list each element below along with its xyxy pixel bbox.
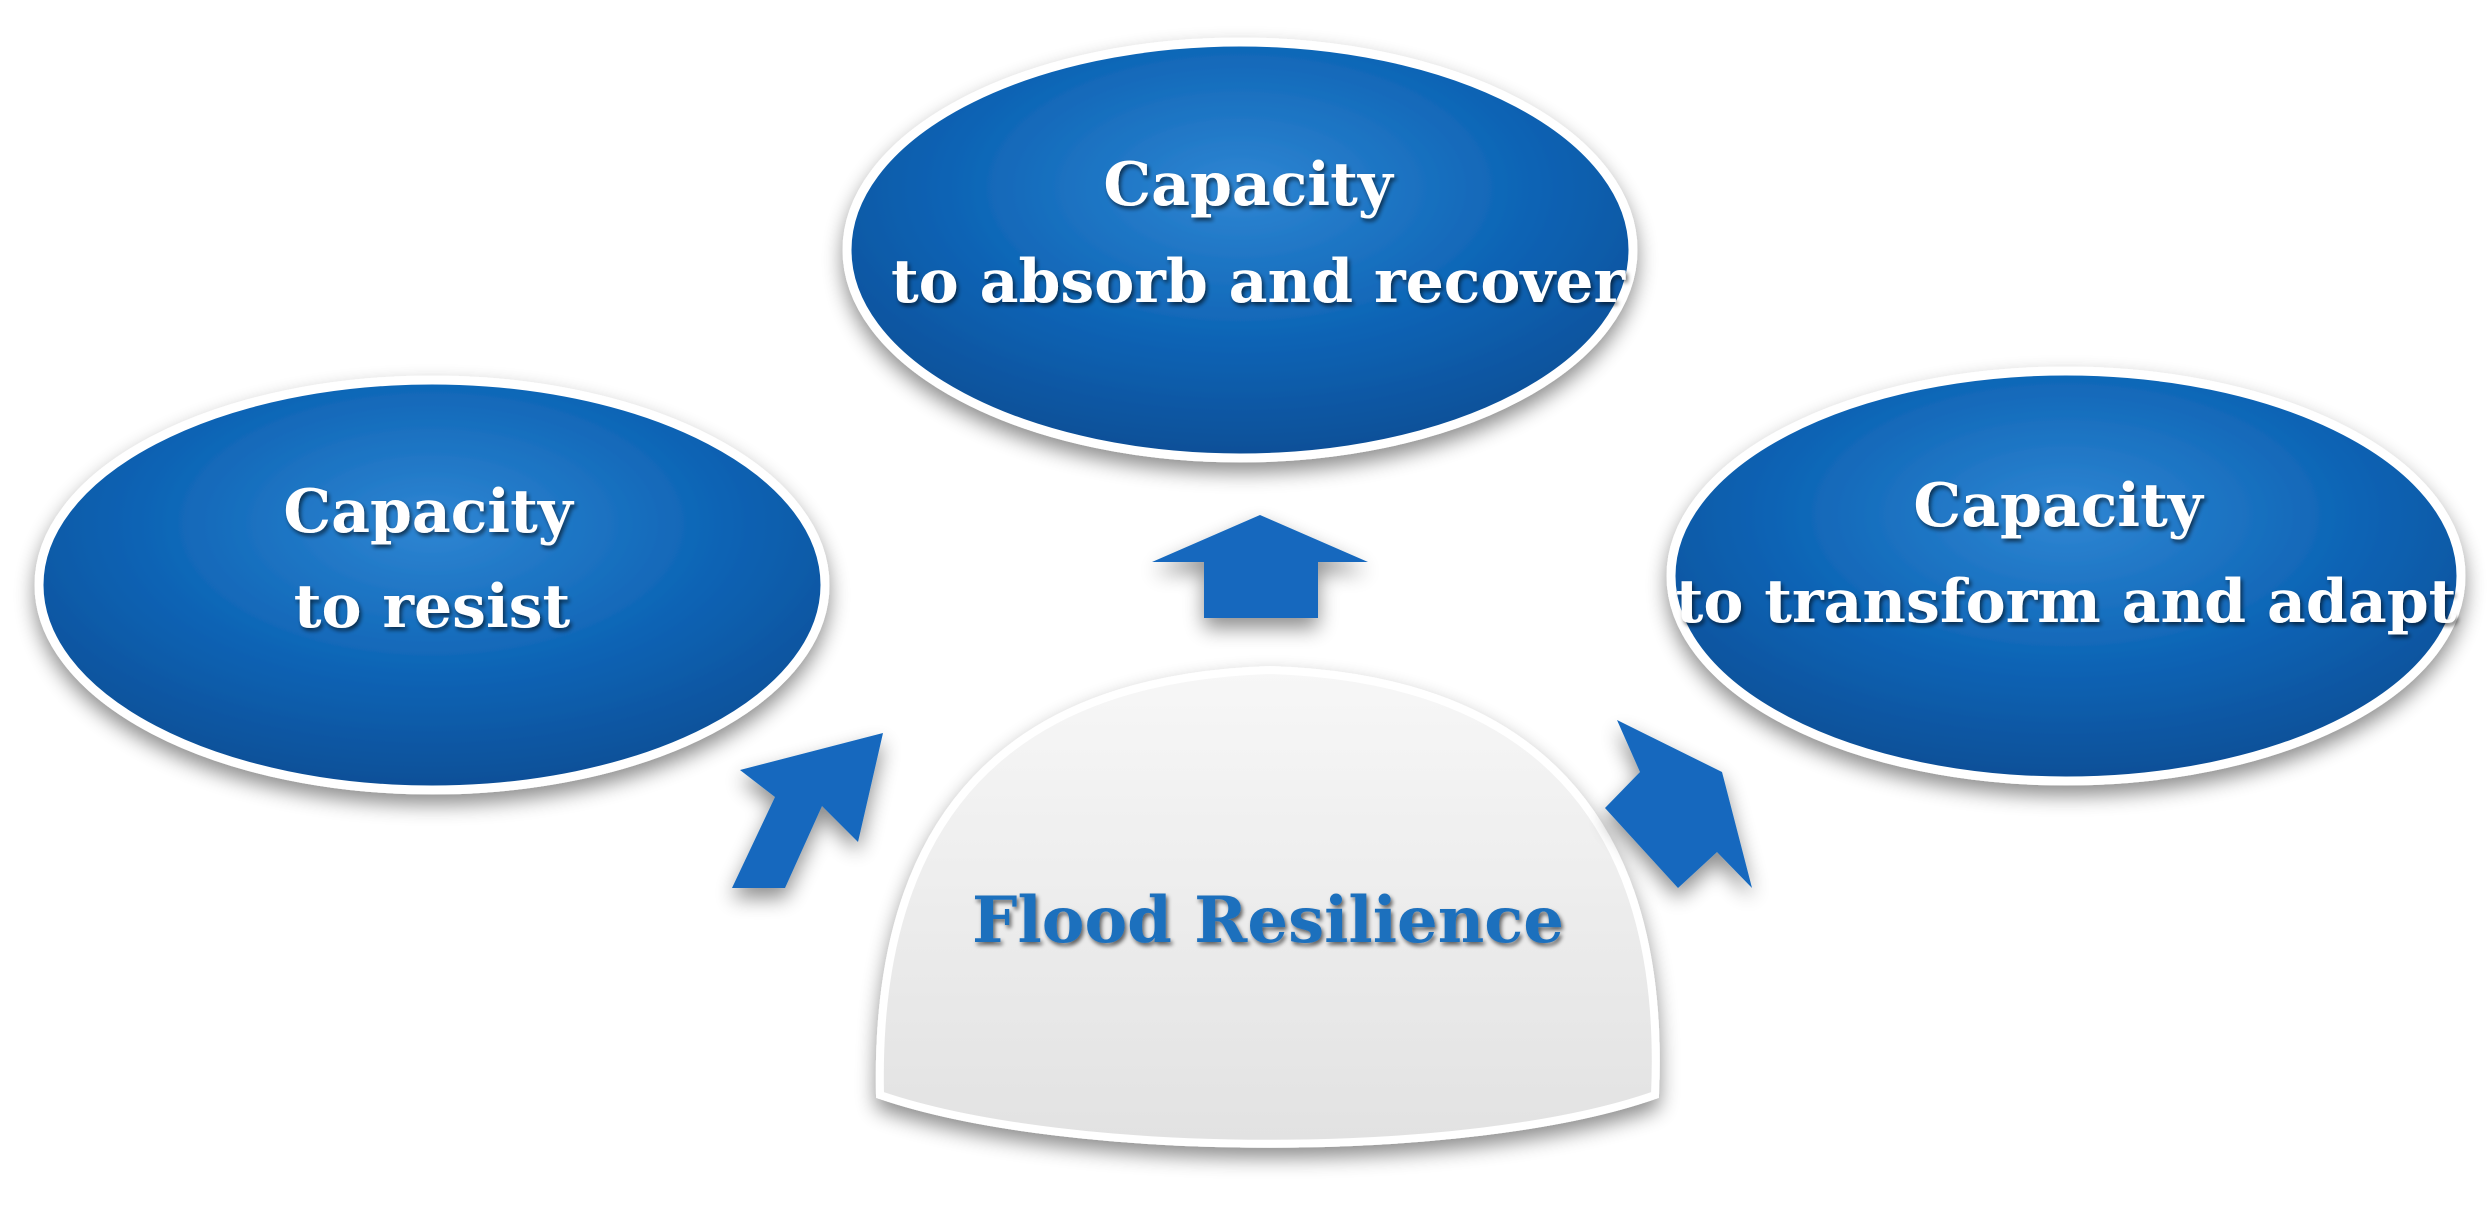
arrow-up-left-icon — [732, 733, 883, 888]
center-dome — [875, 665, 1660, 1148]
node-resist-line1: Capacity — [283, 477, 575, 547]
node-transform-line1: Capacity — [1913, 471, 2205, 541]
arrow-up-right-icon — [1605, 720, 1752, 888]
node-capacity-to-resist — [34, 375, 830, 795]
node-absorb-line2: to absorb and recover — [891, 247, 1626, 317]
node-capacity-to-transform-and-adapt — [1666, 366, 2466, 786]
arrow-up-icon — [1152, 515, 1368, 618]
node-resist-line2: to resist — [294, 572, 571, 642]
node-absorb-line1: Capacity — [1103, 150, 1395, 220]
node-transform-line2: to transform and adapt — [1676, 567, 2457, 637]
center-label: Flood Resilience — [972, 883, 1564, 958]
node-capacity-to-absorb-and-recover — [842, 37, 1638, 463]
